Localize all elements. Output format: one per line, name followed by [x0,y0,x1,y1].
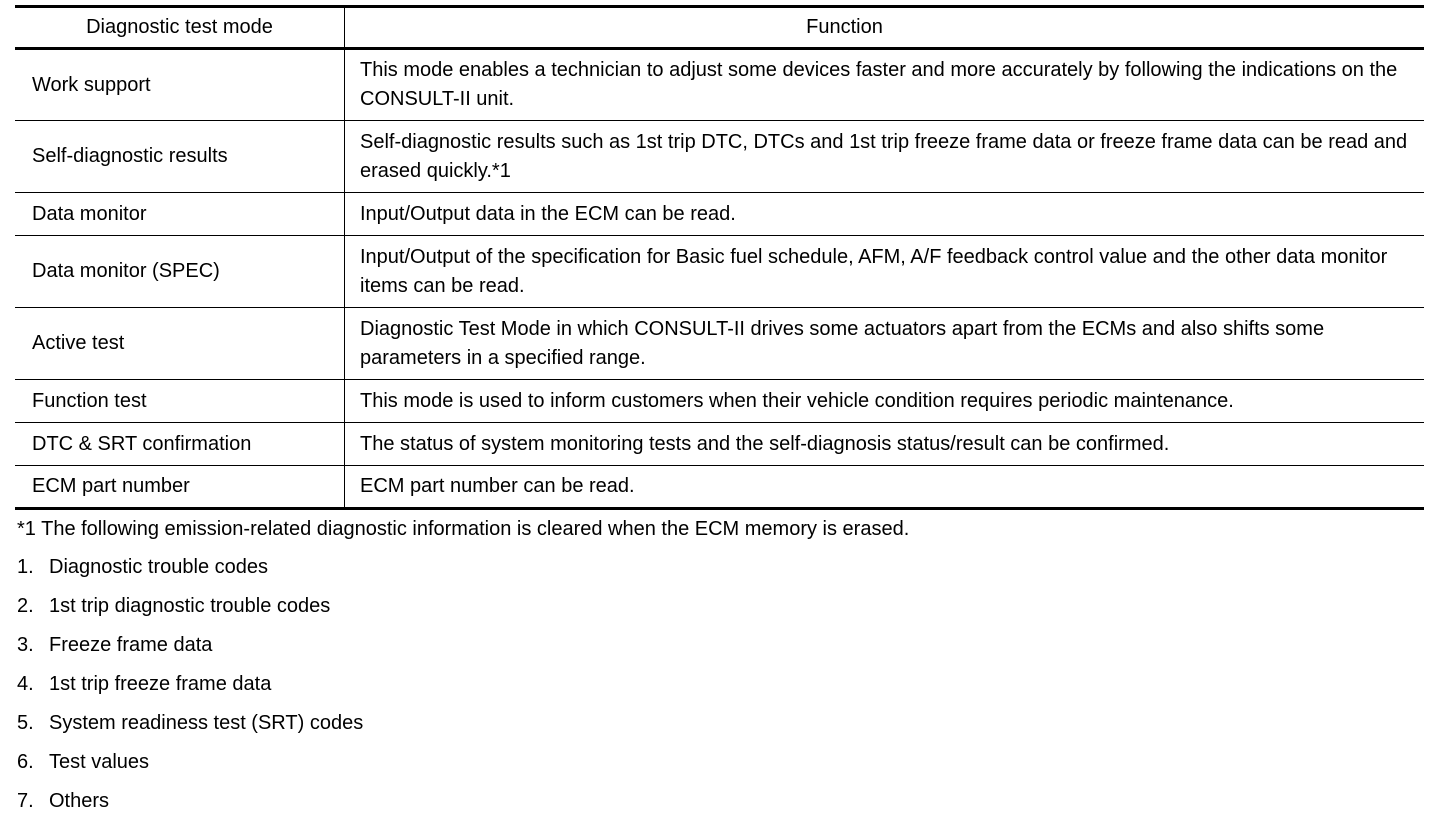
list-item-text: Diagnostic trouble codes [49,556,269,578]
mode-cell: Data monitor (SPEC) [15,235,345,308]
list-item: 2. 1st trip diagnostic trouble codes [17,591,1424,630]
list-item: 3. Freeze frame data [17,630,1424,669]
function-cell: Input/Output data in the ECM can be read… [344,192,1424,236]
mode-cell: Data monitor [15,192,345,236]
list-item-text: Test values [49,751,150,773]
mode-cell: Active test [15,307,345,380]
list-item: 4. 1st trip freeze frame data [17,669,1424,708]
list-item-number: 2. [17,595,34,617]
table-row: DTC & SRT confirmation The status of sys… [15,422,1424,466]
list-item: 5. System readiness test (SRT) codes [17,708,1424,747]
list-item: 7. Others [17,786,1424,825]
document: Diagnostic test mode Function Work suppo… [15,5,1424,825]
column-header-mode: Diagnostic test mode [15,5,345,50]
function-cell: This mode enables a technician to adjust… [344,48,1424,121]
function-cell: This mode is used to inform customers wh… [344,379,1424,423]
list-item-number: 4. [17,673,34,695]
list-item: 1. Diagnostic trouble codes [17,552,1424,591]
mode-cell: Self-diagnostic results [15,120,345,193]
list-item-number: 1. [17,556,34,578]
cleared-info-list: 1. Diagnostic trouble codes 2. 1st trip … [17,552,1424,825]
table-row: Active test Diagnostic Test Mode in whic… [15,307,1424,380]
function-cell: Self-diagnostic results such as 1st trip… [344,120,1424,193]
table-row: Self-diagnostic results Self-diagnostic … [15,120,1424,193]
table-header-row: Diagnostic test mode Function [15,5,1424,50]
table-row: Work support This mode enables a technic… [15,48,1424,121]
mode-cell: Function test [15,379,345,423]
mode-cell: Work support [15,48,345,121]
list-item-text: 1st trip diagnostic trouble codes [49,595,331,617]
list-item-text: Freeze frame data [49,634,213,656]
list-item-text: 1st trip freeze frame data [49,673,272,695]
function-cell: Input/Output of the specification for Ba… [344,235,1424,308]
list-item-number: 5. [17,712,34,734]
list-item: 6. Test values [17,747,1424,786]
table-row: Data monitor (SPEC) Input/Output of the … [15,235,1424,308]
footnote: *1 The following emission-related diagno… [17,518,910,540]
function-cell: Diagnostic Test Mode in which CONSULT-II… [344,307,1424,380]
column-header-function: Function [344,5,1424,50]
mode-cell: DTC & SRT confirmation [15,422,345,466]
function-cell: ECM part number can be read. [344,465,1424,510]
table-row: ECM part number ECM part number can be r… [15,465,1424,510]
table-row: Function test This mode is used to infor… [15,379,1424,423]
table-row: Data monitor Input/Output data in the EC… [15,192,1424,236]
mode-cell: ECM part number [15,465,345,510]
list-item-text: System readiness test (SRT) codes [49,712,364,734]
list-item-text: Others [49,790,110,812]
list-item-number: 7. [17,790,34,812]
function-cell: The status of system monitoring tests an… [344,422,1424,466]
list-item-number: 3. [17,634,34,656]
list-item-number: 6. [17,751,34,773]
diagnostic-mode-table: Diagnostic test mode Function Work suppo… [15,5,1424,510]
